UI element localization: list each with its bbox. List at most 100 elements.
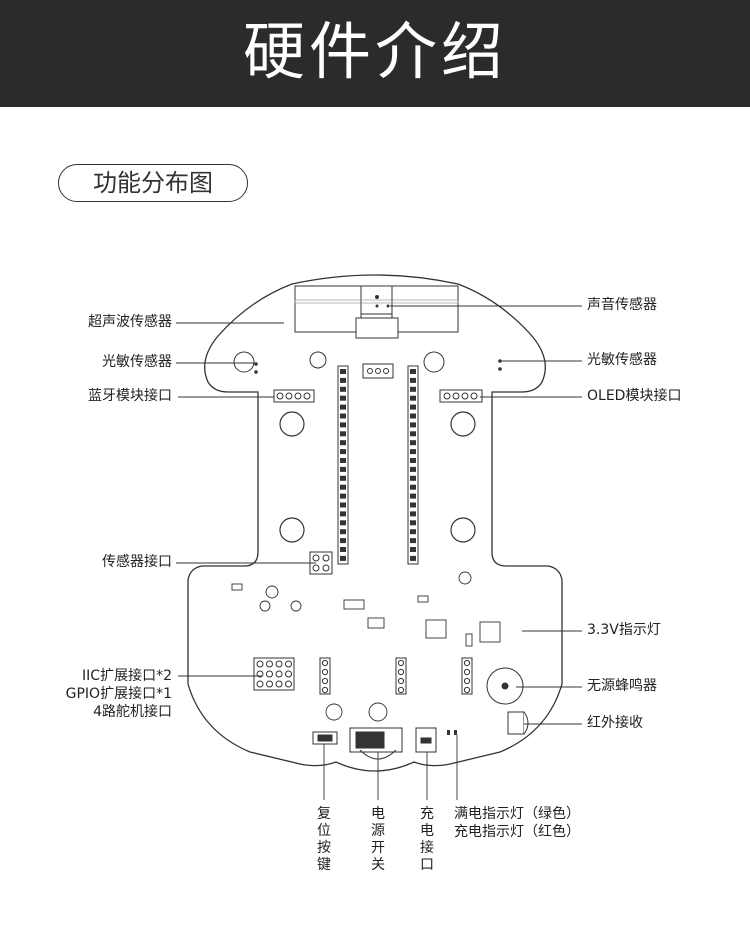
label-power-switch: 电 源 开 关: [371, 806, 385, 873]
header-pin: [410, 511, 416, 517]
label-iic: IIC扩展接口*2: [82, 668, 172, 684]
header-pin: [340, 395, 346, 401]
header-pin: [410, 431, 416, 437]
header-pin: [275, 670, 283, 678]
header-pin: [410, 555, 416, 561]
header-pin: [340, 386, 346, 392]
charge-leds: [447, 730, 457, 735]
label-charge-led: 充电指示灯（红色）: [454, 824, 580, 840]
bluetooth-header: [273, 389, 315, 403]
header-pin: [463, 686, 471, 694]
header-pin: [340, 404, 346, 410]
light-sensor-left: [254, 362, 258, 366]
header-pin: [340, 440, 346, 446]
charge-port: [415, 727, 437, 753]
header-pin: [285, 680, 292, 688]
header-pin: [410, 377, 416, 383]
header-pin: [285, 660, 292, 668]
header-pin: [410, 395, 416, 401]
header-pin: [340, 413, 346, 419]
top-header: [362, 363, 394, 379]
label-light-sensor-right: 光敏传感器: [587, 352, 657, 368]
mcu-header-left: [337, 365, 349, 565]
header-banner: 硬件介绍: [0, 0, 750, 107]
header-pin: [321, 686, 329, 694]
label-gpio: GPIO扩展接口*1: [65, 686, 172, 702]
header-pin: [410, 547, 416, 552]
header-pin: [410, 404, 416, 410]
label-reset-button: 复 位 按 键: [317, 806, 331, 873]
header-pin: [410, 413, 416, 419]
reset-button: [312, 731, 338, 745]
sound-sensor: [375, 295, 379, 299]
header-pin: [321, 677, 329, 685]
header-pin: [340, 538, 346, 544]
header-pin: [397, 686, 405, 694]
label-sound: 声音传感器: [587, 297, 657, 313]
header-pin: [340, 431, 346, 437]
servo-header-column-3: [461, 657, 473, 695]
header-pin: [463, 668, 471, 676]
label-full-led: 满电指示灯（绿色）: [454, 806, 580, 822]
header-pin: [410, 422, 416, 428]
label-ultrasonic: 超声波传感器: [88, 314, 172, 330]
mcu-header-right: [407, 365, 419, 565]
header-pin: [410, 502, 416, 508]
header-pin: [340, 520, 346, 526]
header-pin: [266, 660, 273, 668]
header-pin: [410, 484, 416, 490]
header-pin: [410, 386, 416, 392]
header-pin: [410, 458, 416, 463]
page-title: 硬件介绍: [242, 15, 507, 88]
header-pin: [340, 511, 346, 517]
header-pin: [410, 466, 416, 472]
oled-header: [439, 389, 483, 403]
expansion-header-grid: [253, 657, 295, 691]
header-pin: [463, 659, 471, 667]
header-pin: [275, 660, 283, 668]
label-servo: 4路舵机接口: [93, 704, 172, 720]
header-pin: [275, 680, 283, 688]
section-title-pill: 功能分布图: [58, 164, 248, 202]
header-pin: [410, 475, 416, 481]
ultrasonic-module: [294, 285, 459, 339]
label-ir: 红外接收: [587, 715, 643, 731]
header-pin: [256, 680, 264, 688]
header-pin: [397, 668, 405, 676]
label-sensor-port: 传感器接口: [102, 554, 172, 570]
header-pin: [340, 555, 346, 561]
header-pin: [397, 659, 405, 667]
header-pin: [285, 670, 292, 678]
header-pin: [340, 466, 346, 472]
section-title: 功能分布图: [93, 169, 213, 197]
header-pin: [410, 449, 416, 455]
header-pin: [256, 660, 264, 668]
header-pin: [256, 670, 264, 678]
header-pin: [410, 520, 416, 526]
buzzer: [486, 667, 524, 705]
header-pin: [340, 458, 346, 463]
header-pin: [266, 680, 273, 688]
label-led-33v: 3.3V指示灯: [587, 622, 661, 638]
header-pin: [340, 502, 346, 508]
header-pin: [340, 493, 346, 499]
header-pin: [266, 670, 273, 678]
header-pin: [321, 659, 329, 667]
header-pin: [340, 422, 346, 428]
servo-header-column-2: [395, 657, 407, 695]
header-pin: [340, 377, 346, 383]
ir-receiver: [507, 711, 529, 735]
light-sensor-right: [498, 359, 502, 363]
header-pin: [340, 547, 346, 552]
header-pin: [340, 475, 346, 481]
header-pin: [463, 677, 471, 685]
header-pin: [340, 449, 346, 455]
mounting-holes: [279, 411, 476, 543]
label-oled: OLED模块接口: [587, 388, 682, 404]
header-pin: [321, 668, 329, 676]
label-bluetooth: 蓝牙模块接口: [88, 388, 172, 404]
header-pin: [397, 677, 405, 685]
header-pin: [410, 493, 416, 499]
chip-u1: [425, 619, 447, 639]
